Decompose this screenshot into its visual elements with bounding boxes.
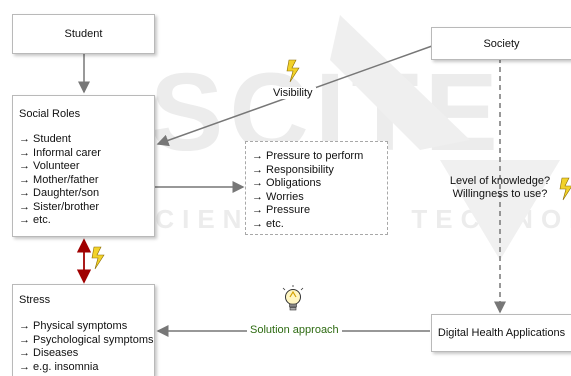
visibility-label: Visibility bbox=[270, 87, 316, 99]
list-item: → Volunteer bbox=[19, 160, 80, 172]
list-item: → Student bbox=[19, 133, 71, 145]
knowledge-label-line2: Willingness to use? bbox=[452, 188, 548, 200]
stress-node: Stress → Physical symptoms → Psychologic… bbox=[12, 284, 155, 376]
social-roles-node: Social Roles → Student → Informal carer … bbox=[12, 95, 155, 237]
list-item: → Diseases bbox=[19, 347, 79, 359]
social-roles-list: → Student → Informal carer → Volunteer →… bbox=[19, 133, 154, 228]
society-node-title: Society bbox=[483, 37, 520, 50]
lightbulb-icon bbox=[282, 285, 304, 311]
society-node: Society bbox=[431, 27, 571, 60]
list-item: → Daughter/son bbox=[19, 187, 100, 199]
knowledge-label-line1: Level of knowledge? bbox=[449, 175, 551, 187]
list-item: → Pressure bbox=[252, 204, 311, 216]
list-item: → Mother/father bbox=[19, 173, 99, 186]
list-item: → Physical symptoms bbox=[19, 320, 128, 332]
pressures-list: → Pressure to perform → Responsibility →… bbox=[252, 150, 387, 231]
dha-node: Digital Health Applications bbox=[431, 314, 571, 352]
lightning-icon bbox=[286, 59, 300, 83]
list-item: → Obligations bbox=[252, 177, 322, 189]
solution-approach-label: Solution approach bbox=[247, 324, 342, 336]
list-item: → e.g. insomnia bbox=[19, 360, 99, 373]
list-item: → etc. bbox=[252, 217, 284, 230]
list-item: → etc. bbox=[19, 214, 51, 226]
stress-list: → Physical symptoms → Psychological symp… bbox=[19, 320, 154, 374]
student-node-title: Student bbox=[64, 28, 103, 40]
list-item: → Worries bbox=[252, 190, 304, 203]
lightning-icon bbox=[559, 177, 571, 201]
lightning-icon bbox=[91, 246, 105, 270]
list-item: → Pressure to perform bbox=[252, 150, 364, 162]
stress-title: Stress bbox=[19, 294, 51, 306]
student-node: Student bbox=[12, 14, 155, 54]
list-item: → Psychological symptoms bbox=[19, 333, 154, 346]
list-item: → Sister/brother bbox=[19, 200, 100, 213]
list-item: → Informal carer bbox=[19, 146, 101, 159]
dha-node-title: Digital Health Applications bbox=[437, 327, 566, 339]
list-item: → Responsibility bbox=[252, 163, 334, 176]
knowledge-label: Level of knowledge? Willingness to use? bbox=[448, 175, 552, 201]
pressures-node: → Pressure to perform → Responsibility →… bbox=[245, 141, 388, 235]
social-roles-title: Social Roles bbox=[19, 108, 81, 120]
